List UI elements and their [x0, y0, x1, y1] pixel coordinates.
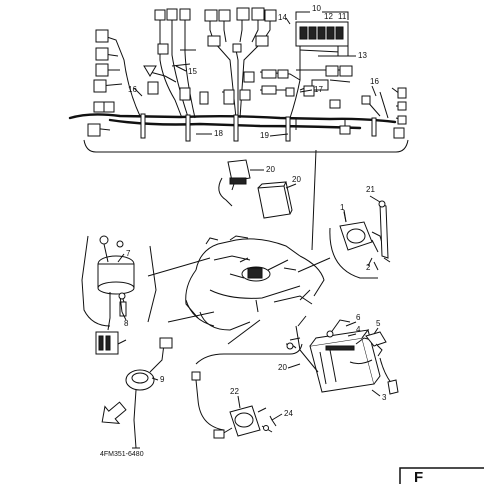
battery-leads [326, 319, 399, 395]
main-switch [95, 235, 135, 355]
label-13: 13 [358, 51, 367, 60]
label-3: 3 [382, 393, 387, 402]
battery [309, 328, 381, 393]
horn [125, 337, 173, 449]
rectifier-regulator [213, 405, 273, 439]
label-24: 24 [284, 409, 293, 418]
label-19: 18 [214, 129, 223, 138]
label-12: 12 [324, 12, 333, 21]
fuse [285, 342, 297, 350]
label-9: 9 [160, 375, 165, 384]
label-10: 10 [312, 4, 321, 13]
label-11: 11 [338, 12, 347, 21]
label-17: 19 [260, 131, 269, 140]
starter-relay [339, 203, 391, 271]
label-2: 2 [366, 263, 371, 272]
flasher-relay [227, 159, 260, 191]
label-leaders [117, 11, 381, 421]
corner-tab-label: F [414, 469, 423, 484]
relay-unit [257, 181, 293, 219]
label-14: 14 [278, 13, 287, 22]
label-20-lower: 20 [278, 363, 287, 372]
label-16-right: 16 [370, 77, 379, 86]
label-7: 7 [126, 249, 131, 258]
wire-harness-assembly [68, 7, 407, 142]
drawing-code: 4FM351-6480 [100, 451, 144, 458]
front-arrow-icon [101, 401, 127, 425]
lead-wire [191, 371, 225, 431]
label-15: 15 [188, 67, 197, 76]
label-21: 20 [292, 175, 301, 184]
label-5: 5 [376, 319, 381, 328]
label-20-upper: 21 [366, 185, 375, 194]
harness-bracket [83, 139, 409, 153]
label-6: 6 [356, 313, 361, 322]
label-4: 4 [356, 325, 361, 334]
label-16-left: 16 [128, 85, 137, 94]
label-23: 22 [230, 387, 239, 396]
part-number-labels: 10 12 11 14 13 15 16 16 17 18 19 20 20 2… [100, 4, 387, 458]
corner-tab: F [399, 467, 484, 484]
label-22: 20 [266, 165, 275, 174]
label-1: 1 [340, 203, 345, 212]
bolt [118, 292, 126, 313]
motorcycle-outline [185, 235, 325, 331]
label-18: 17 [314, 85, 323, 94]
label-8: 8 [124, 319, 129, 328]
fitting-bolt [378, 200, 386, 208]
